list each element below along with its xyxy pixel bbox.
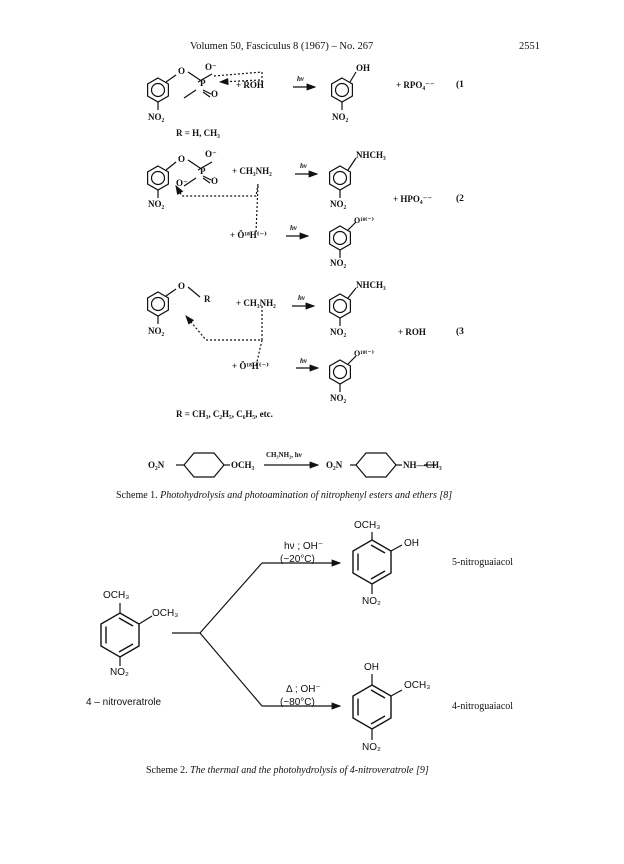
start-name: 4 – nitroveratrole	[86, 697, 162, 708]
cyclohexane-reaction-structures	[176, 452, 436, 478]
lower-och3: OCH₃	[404, 680, 431, 691]
upper-no2: NO₂	[362, 596, 381, 607]
r3-equation-number: (3	[456, 327, 464, 337]
r3-product-2: O¹⁸⁽⁻⁾	[354, 349, 375, 358]
r2-eq-o: O	[211, 176, 219, 186]
scheme-2-label: Scheme 2.	[146, 765, 188, 776]
reaction-3-structures	[147, 286, 357, 392]
scheme-2-structures	[100, 532, 403, 740]
r1-o-minus: O⁻	[205, 62, 217, 72]
start-och3-top: OCH₃	[103, 590, 130, 601]
r2-p: P	[200, 166, 206, 176]
lower-cond-1: Δ ; OH⁻	[286, 684, 321, 695]
r1-p: P	[200, 78, 206, 88]
r2-reagent: + CH₃NH₂	[232, 166, 272, 176]
r1-reagent: + ROH	[236, 80, 264, 90]
r3-no2-left: NO₂	[148, 326, 165, 336]
start-och3-side: OCH₃	[152, 608, 179, 619]
cy-arrow-label: CH₃NH₂, hν	[266, 451, 302, 459]
lower-cond-2: (~80°C)	[280, 697, 315, 708]
lower-no2: NO₂	[362, 742, 381, 753]
r2-hv: hν	[300, 162, 307, 170]
page-number: 2551	[519, 41, 540, 52]
scheme-1-caption: Scheme 1. Photohydrolysis and photoamina…	[116, 490, 452, 501]
running-header: Volumen 50, Fasciculus 8 (1967) – No. 26…	[190, 41, 374, 52]
r2-product-2: O¹⁸⁽⁻⁾	[354, 216, 375, 225]
r2-hydroxide: + Ö¹⁸H⁽⁻⁾	[230, 230, 267, 240]
lower-oh: OH	[364, 662, 379, 673]
cy-right-nhch3: NH—CH₃	[403, 460, 442, 470]
lower-product-name: 4-nitroguaiacol	[452, 701, 514, 712]
r3-o: O	[178, 281, 186, 291]
r2-o-minus: O⁻	[205, 149, 217, 159]
r2-no2-left: NO₂	[148, 199, 165, 209]
upper-oh: OH	[404, 538, 419, 549]
scheme-2-ref: [9]	[415, 765, 429, 776]
r-definition-2: R = CH₃, C₂H₅, C₆H₅, etc.	[176, 409, 273, 419]
start-no2: NO₂	[110, 667, 129, 678]
r2-no2-bottom: NO₂	[330, 258, 347, 268]
upper-cond-1: hν ; OH⁻	[284, 541, 324, 552]
r3-no2-bottom: NO₂	[330, 393, 347, 403]
r2-equation-number: (2	[456, 194, 464, 204]
scheme-1-ref: [8]	[439, 490, 453, 501]
upper-product-name: 5-nitroguaiacol	[452, 557, 514, 568]
r2-product: NHCH₃	[356, 150, 386, 160]
r2-o-minus-2: O⁻	[176, 178, 188, 188]
r3-byproduct: + ROH	[398, 327, 426, 337]
scheme-1-label: Scheme 1.	[116, 490, 158, 501]
r3-hydroxide: + Ö¹⁸H⁽⁻⁾	[232, 361, 269, 371]
r1-no2-right: NO₂	[332, 112, 349, 122]
scheme-1-caption-text: Photohydrolysis and photoamination of ni…	[160, 490, 437, 501]
reaction-1-structures	[147, 71, 357, 110]
scheme-2-caption-text: The thermal and the photohydrolysis of 4…	[190, 765, 414, 776]
r1-equation-number: (1	[456, 80, 464, 90]
r1-hv: hν	[297, 75, 304, 83]
r1-byproduct: + RPO₄⁻⁻	[396, 80, 435, 90]
cy-right-o2n: O₂N	[326, 460, 343, 470]
reaction-2-structures	[147, 157, 357, 258]
r2-hv-2: hν	[290, 224, 297, 232]
r1-product-oh: OH	[356, 63, 371, 73]
r1-eq-o: O	[211, 89, 219, 99]
r3-no2-right: NO₂	[330, 327, 347, 337]
r3-hv-2: hν	[300, 357, 307, 365]
r2-byproduct: + HPO₄⁻⁻	[393, 194, 433, 204]
upper-cond-2: (~20°C)	[280, 554, 315, 565]
r2-o: O	[178, 154, 186, 164]
cy-left-och3: OCH₃	[231, 460, 255, 470]
r-definition-1: R = H, CH₃	[176, 128, 220, 138]
r3-hv: hν	[298, 294, 305, 302]
r3-product: NHCH₃	[356, 280, 386, 290]
cy-left-o2n: O₂N	[148, 460, 165, 470]
upper-och3: OCH₃	[354, 520, 381, 531]
scheme-2-caption: Scheme 2. The thermal and the photohydro…	[146, 765, 429, 776]
r1-o: O	[178, 66, 186, 76]
r3-r: R	[204, 294, 211, 304]
r1-no2-left: NO₂	[148, 112, 165, 122]
r3-reagent: + CH₃NH₂	[236, 298, 276, 308]
r2-no2-right: NO₂	[330, 199, 347, 209]
